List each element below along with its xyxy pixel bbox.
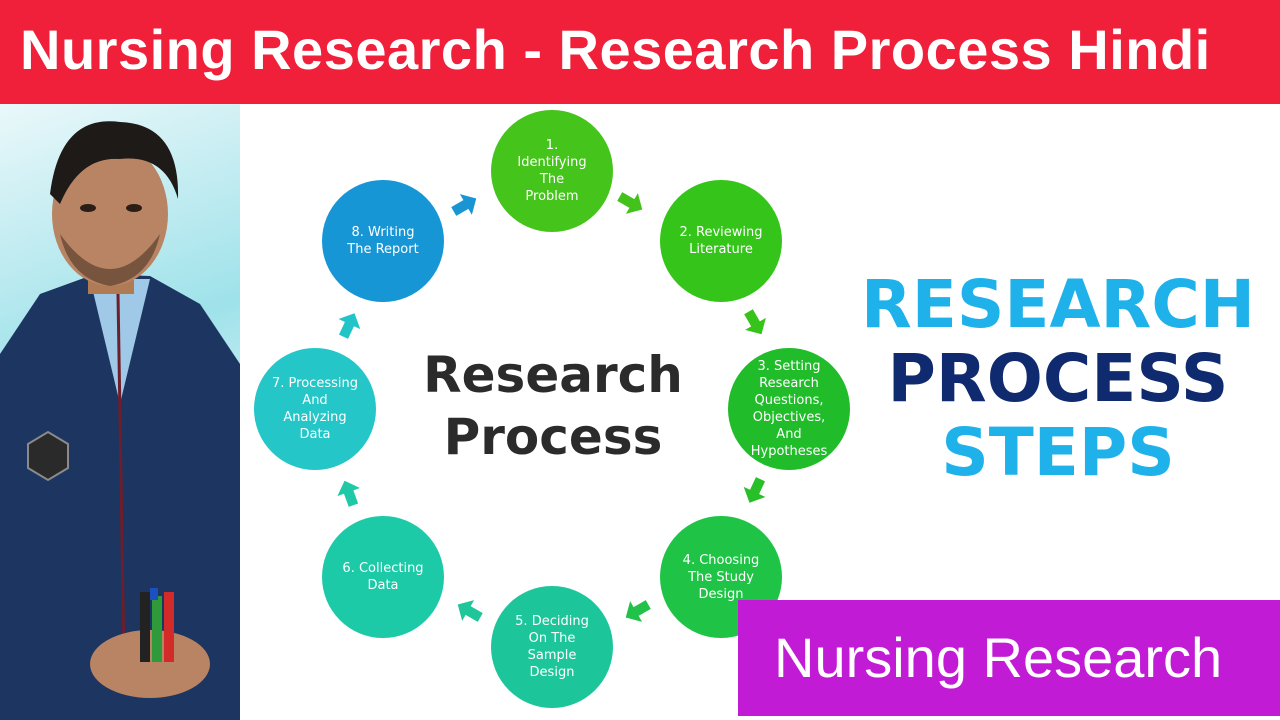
step-4-choosing-design: 4. Choosing The Study Design bbox=[660, 516, 782, 638]
step-2-reviewing-literature: 2. Reviewing Literature bbox=[660, 180, 782, 302]
arrow-icon bbox=[457, 600, 483, 622]
arrow-icon bbox=[338, 313, 361, 339]
step-label: 7. Processing And Analyzing Data bbox=[272, 376, 358, 442]
title-banner: Nursing Research - Research Process Hind… bbox=[0, 0, 1280, 104]
research-process-diagram: 1. Identifying The Problem 2. Reviewing … bbox=[240, 104, 860, 720]
step-3-setting-questions: 3. Setting Research Questions, Objective… bbox=[728, 348, 850, 470]
footer-banner: Nursing Research bbox=[738, 600, 1280, 716]
step-5-sample-design: 5. Deciding On The Sample Design bbox=[491, 586, 613, 708]
heading-line-1: RESEARCH bbox=[860, 266, 1256, 343]
step-8-writing-report: 8. Writing The Report bbox=[322, 180, 444, 302]
arrow-icon bbox=[617, 192, 643, 214]
arrow-icon bbox=[743, 477, 766, 503]
step-label: 4. Choosing The Study Design bbox=[682, 552, 760, 602]
heading-line-2: PROCESS bbox=[887, 340, 1229, 417]
step-1-identifying-problem: 1. Identifying The Problem bbox=[491, 110, 613, 232]
arrow-icon bbox=[337, 480, 360, 507]
footer-label: Nursing Research bbox=[774, 626, 1223, 689]
arrow-icon bbox=[625, 600, 651, 622]
step-label: 6. Collecting Data bbox=[342, 561, 424, 593]
step-7-processing-data: 7. Processing And Analyzing Data bbox=[254, 348, 376, 470]
presenter-photo bbox=[0, 104, 240, 720]
step-label: 5. Deciding On The Sample Design bbox=[515, 614, 589, 680]
step-label: 2. Reviewing Literature bbox=[679, 225, 763, 257]
research-process-steps-heading: RESEARCH PROCESS STEPS bbox=[858, 268, 1258, 490]
step-label: 1. Identifying The Problem bbox=[517, 138, 587, 204]
arrow-icon bbox=[744, 309, 766, 335]
video-title: Nursing Research - Research Process Hind… bbox=[20, 18, 1211, 81]
step-label: 3. Setting Research Questions, Objective… bbox=[750, 359, 828, 459]
step-label: 8. Writing The Report bbox=[347, 225, 419, 257]
heading-line-3: STEPS bbox=[941, 414, 1175, 491]
diagram-center-title: Research Process bbox=[423, 346, 683, 466]
arrow-icon bbox=[451, 194, 477, 216]
step-6-collecting-data: 6. Collecting Data bbox=[322, 516, 444, 638]
presenter-illustration bbox=[0, 121, 240, 720]
